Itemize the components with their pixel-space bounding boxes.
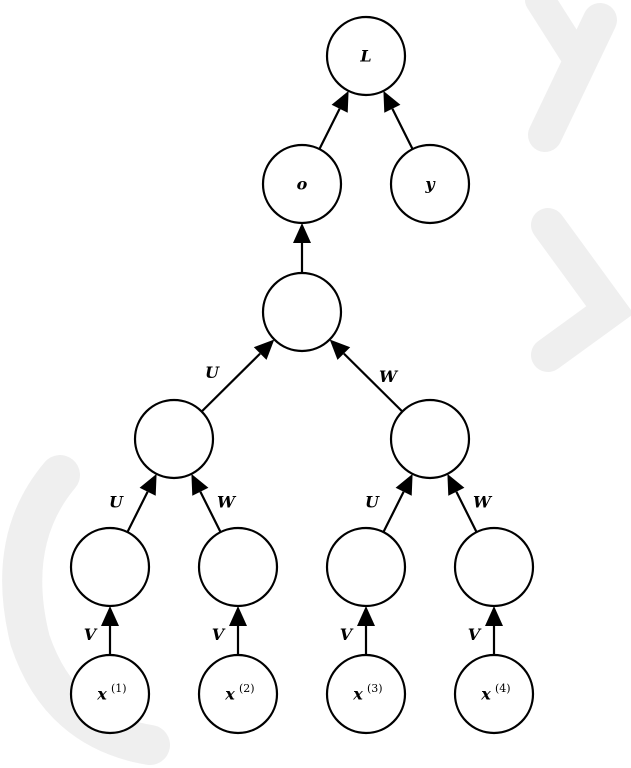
node-circle (197, 526, 279, 608)
arrowhead-icon (191, 473, 209, 496)
node-label: x (96, 685, 107, 704)
node-L: L (325, 15, 407, 97)
node-h2 (197, 526, 279, 608)
edge-label: V (468, 625, 482, 644)
edge-y-to-L (383, 90, 414, 150)
node-circle (69, 526, 151, 608)
node-superscript: (1) (111, 682, 127, 695)
arrowhead-icon (331, 90, 349, 113)
edge-label: V (340, 625, 354, 644)
edge-o-to-L (318, 90, 349, 150)
arrowhead-icon (357, 606, 375, 626)
node-h_right (389, 398, 471, 480)
node-label: y (424, 175, 436, 194)
edge-line (455, 491, 478, 533)
node-label: o (297, 175, 308, 194)
arrowhead-icon (395, 473, 413, 496)
node-y: y (389, 143, 471, 225)
node-circle (389, 398, 471, 480)
arrowhead-icon (101, 606, 119, 626)
node-o: o (261, 143, 343, 225)
edge-line (382, 491, 405, 533)
node-h_left (133, 398, 215, 480)
arrowhead-icon (329, 339, 351, 360)
node-x1: x (1) (69, 653, 151, 735)
arrowhead-icon (229, 606, 247, 626)
node-circle (69, 653, 151, 735)
arrowhead-icon (253, 339, 275, 360)
edge-x2-to-h2: V (212, 606, 247, 655)
node-circle (325, 653, 407, 735)
node-circle (197, 653, 279, 735)
edge-line (318, 108, 341, 150)
edge-label: V (212, 625, 226, 644)
node-label: x (224, 685, 235, 704)
edge-line (200, 352, 261, 413)
node-circle (261, 143, 343, 225)
nodes: Lo y x (1) x (2) x (3) x (4) (69, 15, 535, 735)
node-superscript: (4) (495, 682, 511, 695)
node-label: L (359, 47, 371, 66)
node-superscript: (3) (367, 682, 383, 695)
edge-h2-to-h_left: W (191, 473, 237, 533)
arrowhead-icon (293, 223, 311, 243)
edge-x3-to-h3: V (340, 606, 375, 655)
edge-h_left-to-h_root: U (200, 339, 275, 413)
arrowhead-icon (383, 90, 401, 113)
edge-h_root-to-o (293, 223, 311, 273)
arrowhead-icon (485, 606, 503, 626)
node-circle (261, 271, 343, 353)
node-x4: x (4) (453, 653, 535, 735)
node-x2: x (2) (197, 653, 279, 735)
edge-x1-to-h1: V (84, 606, 119, 655)
edge-h3-to-h_right: U (365, 473, 413, 533)
edge-h4-to-h_right: W (447, 473, 493, 533)
node-circle (133, 398, 215, 480)
node-h4 (453, 526, 535, 608)
edge-h_right-to-h_root: W (329, 339, 404, 413)
edge-label: U (365, 493, 380, 512)
edge-label: U (205, 363, 220, 382)
edges: U W U W U W V V V V (84, 90, 503, 655)
node-label: x (352, 685, 363, 704)
edge-label: W (217, 493, 237, 512)
node-h3 (325, 526, 407, 608)
edge-x4-to-h4: V (468, 606, 503, 655)
edge-line (199, 491, 222, 533)
edge-line (343, 352, 404, 413)
edge-label: U (109, 493, 124, 512)
edge-line (391, 108, 414, 150)
node-x3: x (3) (325, 653, 407, 735)
node-circle (325, 15, 407, 97)
node-circle (389, 143, 471, 225)
node-label: x (480, 685, 491, 704)
node-circle (453, 526, 535, 608)
edge-label: W (379, 367, 399, 386)
node-h_root (261, 271, 343, 353)
arrowhead-icon (447, 473, 465, 496)
edge-line (126, 491, 149, 533)
node-circle (453, 653, 535, 735)
edge-h1-to-h_left: U (109, 473, 157, 533)
edge-label: W (473, 493, 493, 512)
edge-label: V (84, 625, 98, 644)
arrowhead-icon (139, 473, 157, 496)
node-superscript: (2) (239, 682, 255, 695)
node-h1 (69, 526, 151, 608)
node-circle (325, 526, 407, 608)
